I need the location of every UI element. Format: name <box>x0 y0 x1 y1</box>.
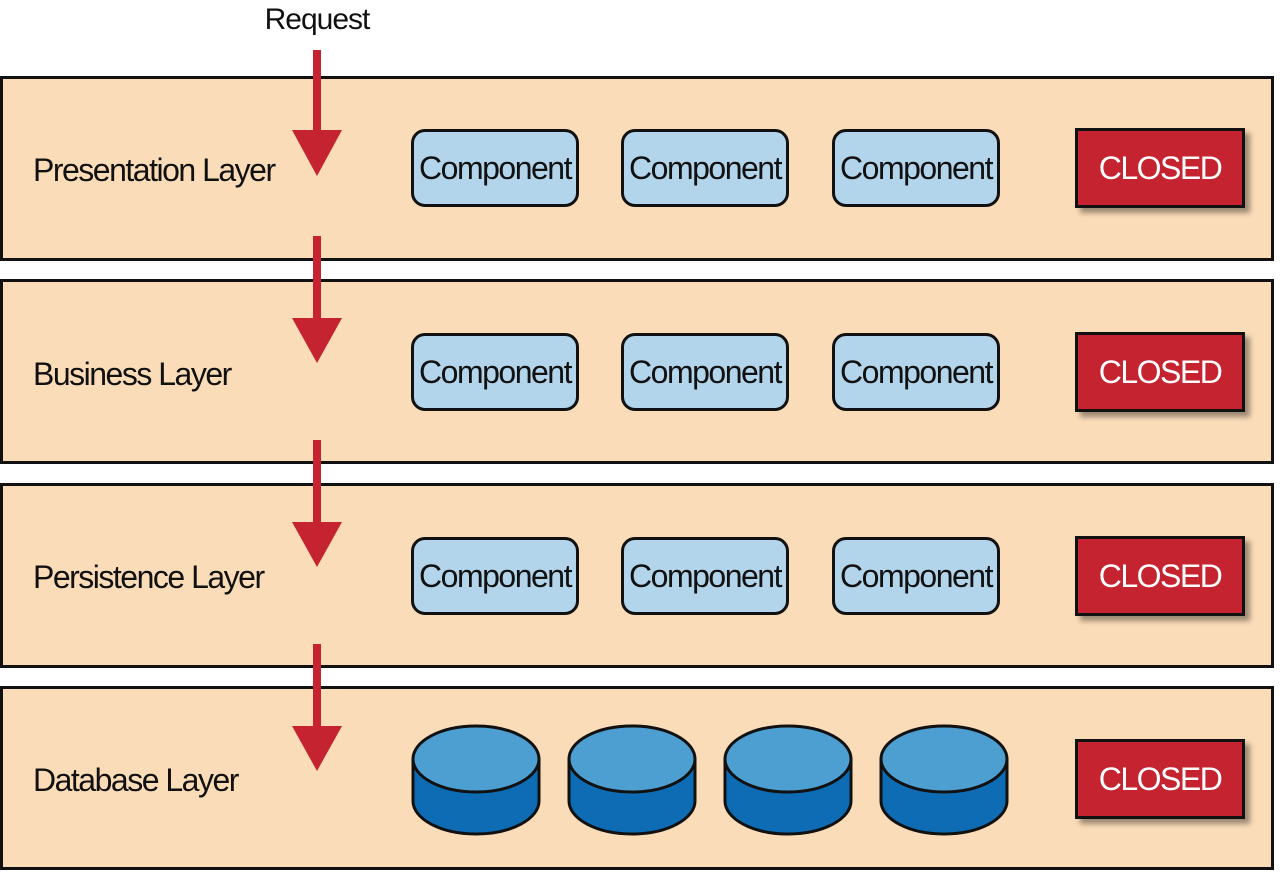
request-label: Request <box>264 3 371 36</box>
arrow-down-icon <box>292 644 342 771</box>
database-layer: Database Layer CLOSED <box>0 686 1274 870</box>
database-icon <box>567 724 697 836</box>
presentation-layer: Presentation Layer Component Component C… <box>0 76 1274 261</box>
closed-badge: CLOSED <box>1075 739 1245 819</box>
layer-title: Business Layer <box>33 356 232 392</box>
database-icon <box>411 724 541 836</box>
persistence-layer: Persistence Layer Component Component Co… <box>0 483 1274 668</box>
component-box: Component <box>832 333 1000 411</box>
component-box: Component <box>621 333 789 411</box>
component-box: Component <box>411 333 579 411</box>
component-box: Component <box>621 537 789 615</box>
closed-badge: CLOSED <box>1075 536 1245 616</box>
component-box: Component <box>621 129 789 207</box>
arrow-down-icon <box>292 440 342 567</box>
business-layer: Business Layer Component Component Compo… <box>0 279 1274 464</box>
layer-title: Presentation Layer <box>33 152 276 188</box>
component-box: Component <box>832 537 1000 615</box>
component-box: Component <box>411 129 579 207</box>
layer-title: Persistence Layer <box>33 559 265 595</box>
component-box: Component <box>832 129 1000 207</box>
arrow-down-icon <box>292 50 342 176</box>
closed-badge: CLOSED <box>1075 128 1245 208</box>
component-box: Component <box>411 537 579 615</box>
closed-badge: CLOSED <box>1075 332 1245 412</box>
layer-title: Database Layer <box>33 762 239 798</box>
arrow-down-icon <box>292 236 342 363</box>
database-icon <box>723 724 853 836</box>
database-icon <box>879 724 1009 836</box>
